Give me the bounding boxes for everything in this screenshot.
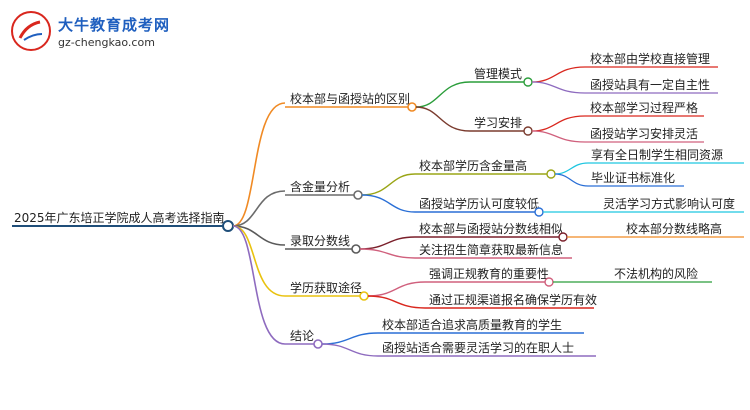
sub-4-1-label: 强调正规教育的重要性 [429, 266, 549, 281]
branch-3-dot [351, 244, 361, 254]
sub-4-2-label: 通过正规渠道报名确保学历有效 [429, 292, 597, 307]
sub-2-1-dot [546, 169, 556, 179]
sub-1-1-label: 管理模式 [474, 66, 522, 81]
branch-4: 学历获取途径 强调正规教育的重要性 不法机构的风险 通过正规渠道报名确保学历有效 [285, 266, 712, 309]
sub-5-1-label: 校本部适合追求高质量教育的学生 [382, 317, 562, 332]
logo-url: gz-chengkao.com [58, 36, 155, 49]
connector-branch-5 [232, 225, 286, 345]
site-logo[interactable]: 大牛教育成考网 gz-chengkao.com [10, 10, 200, 54]
sub-2-2-dot [534, 207, 544, 217]
branch-1-label: 校本部与函授站的区别 [290, 91, 410, 106]
sub-1-1-dot [523, 77, 533, 87]
branch-1-dot [407, 102, 417, 112]
branch-5-dot [313, 339, 323, 349]
connector-branch-4 [232, 225, 286, 297]
leaf-1-1-2: 函授站具有一定自主性 [590, 77, 710, 92]
leaf-2-1-2: 毕业证书标准化 [591, 171, 675, 185]
branch-2: 含金量分析 校本部学历含金量高 享有全日制学生相同资源 毕业证书标准化 函授站学… [285, 147, 744, 217]
leaf-4-1-1: 不法机构的风险 [614, 266, 698, 281]
leaf-1-1-1: 校本部由学校直接管理 [590, 51, 710, 66]
sub-2-2-label: 函授站学历认可度较低 [419, 196, 539, 211]
root-label: 2025年广东培正学院成人高考选择指南 [14, 210, 225, 225]
root-node: 2025年广东培正学院成人高考选择指南 [12, 210, 234, 232]
branch-2-dot [353, 190, 363, 200]
connector-branch-2 [232, 190, 286, 227]
branch-3-label: 录取分数线 [290, 233, 350, 248]
connector-branch-1 [232, 102, 286, 227]
leaf-2-2-1: 灵活学习方式影响认可度 [603, 196, 735, 211]
sub-3-1-dot [558, 232, 568, 242]
leaf-1-2-2: 函授站学习安排灵活 [590, 126, 698, 141]
leaf-1-2-1: 校本部学习过程严格 [590, 100, 698, 115]
sub-1-2-label: 学习安排 [474, 115, 522, 130]
logo-mark-icon [11, 11, 51, 51]
leaf-3-1-1: 校本部分数线略高 [626, 221, 722, 236]
branch-4-label: 学历获取途径 [290, 280, 362, 295]
sub-1-2-dot [523, 126, 533, 136]
sub-4-1-dot [544, 277, 554, 287]
branch-1: 校本部与函授站的区别 管理模式 校本部由学校直接管理 函授站具有一定自主性 学习… [285, 51, 718, 143]
branch-3: 录取分数线 校本部与函授站分数线相似 校本部分数线略高 关注招生简章获取最新信息 [285, 221, 744, 259]
sub-2-1-label: 校本部学历含金量高 [419, 158, 527, 173]
logo-title: 大牛教育成考网 [58, 16, 171, 34]
sub-3-1-label: 校本部与函授站分数线相似 [419, 221, 563, 236]
leaf-2-1-1: 享有全日制学生相同资源 [591, 147, 723, 162]
sub-5-2-label: 函授站适合需要灵活学习的在职人士 [382, 340, 574, 355]
connector-branch-3 [232, 225, 286, 246]
branch-5: 结论 校本部适合追求高质量教育的学生 函授站适合需要灵活学习的在职人士 [285, 317, 596, 357]
branch-connectors [232, 102, 286, 345]
branch-2-label: 含金量分析 [290, 179, 350, 194]
root-dot [222, 220, 234, 232]
branch-5-label: 结论 [290, 329, 314, 343]
sub-3-2-label: 关注招生简章获取最新信息 [419, 242, 563, 257]
branch-4-dot [359, 291, 369, 301]
